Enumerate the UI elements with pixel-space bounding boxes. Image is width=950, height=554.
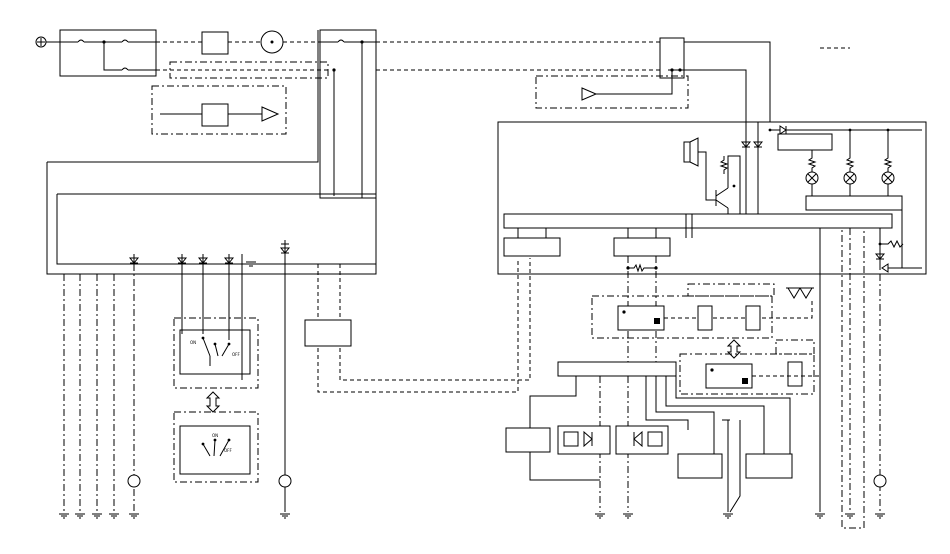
amplifier-icon [261, 106, 280, 122]
resistor-icon [628, 263, 656, 273]
switch-label-on: ON [190, 340, 196, 345]
diode-icon [176, 254, 188, 264]
fuse-icon [77, 39, 85, 43]
option-module-top [151, 61, 329, 135]
center-bus [557, 256, 677, 377]
switch-label-off: OFF [232, 352, 240, 357]
diode-icon [740, 122, 752, 152]
resistor-icon [719, 156, 729, 174]
sensor-icon [127, 474, 141, 488]
diode-array-right [740, 122, 922, 152]
left-control-unit [46, 30, 377, 275]
junction-block [319, 29, 377, 199]
diode-icon [197, 254, 209, 264]
relay-box [201, 31, 229, 55]
diode-icon [128, 254, 140, 264]
diode-icon [223, 254, 235, 264]
sensor-icon [278, 474, 292, 488]
amplifier-icon [581, 87, 598, 101]
switch-panel-upper: ON OFF [173, 264, 259, 389]
main-rail-line [156, 30, 320, 55]
power-source [35, 36, 60, 48]
fuse-icon [337, 39, 345, 43]
fuse-icon [121, 67, 129, 71]
double-arrow-link [205, 391, 221, 413]
transistor-icon [715, 187, 729, 209]
right-dashdot-harness [815, 227, 887, 529]
diode-icon [770, 125, 787, 135]
diode-icon [874, 253, 886, 260]
diode-icon [881, 263, 894, 273]
bottom-branches [505, 376, 793, 519]
diode-array-left [128, 240, 291, 267]
diode-icon [633, 430, 643, 448]
right-edge-components [874, 210, 922, 273]
fuse-box [59, 29, 157, 77]
diode-icon [583, 430, 593, 448]
switch-panel-lower: ON OFF [173, 411, 259, 483]
dotted-harness [304, 258, 531, 393]
right-control-unit [497, 121, 927, 275]
amplifier-module-top [535, 70, 689, 109]
option-module-right-b [679, 339, 820, 395]
ground-symbols-left [59, 513, 290, 519]
ground-feeders-left [63, 256, 292, 512]
switch-label-on: ON [212, 433, 218, 438]
antenna-icon [786, 287, 814, 299]
diode-icon [752, 122, 764, 152]
module-box [304, 319, 352, 347]
option-module-right-a [591, 283, 814, 339]
buzzer-circuit [683, 137, 759, 238]
indicator-lamps [805, 130, 895, 196]
double-arrow-link [726, 339, 742, 359]
speaker-icon [683, 141, 691, 163]
resistor-icon [807, 150, 817, 172]
fuse-icon [121, 39, 129, 43]
resistor-icon [845, 130, 855, 172]
sensor-icon [873, 474, 887, 488]
switch-label-off: OFF [224, 448, 232, 453]
resistor-icon [883, 130, 893, 172]
junction-bar [557, 361, 677, 377]
diode-icon [279, 240, 291, 256]
ground-icon [241, 254, 256, 267]
resistor-icon [880, 239, 904, 249]
